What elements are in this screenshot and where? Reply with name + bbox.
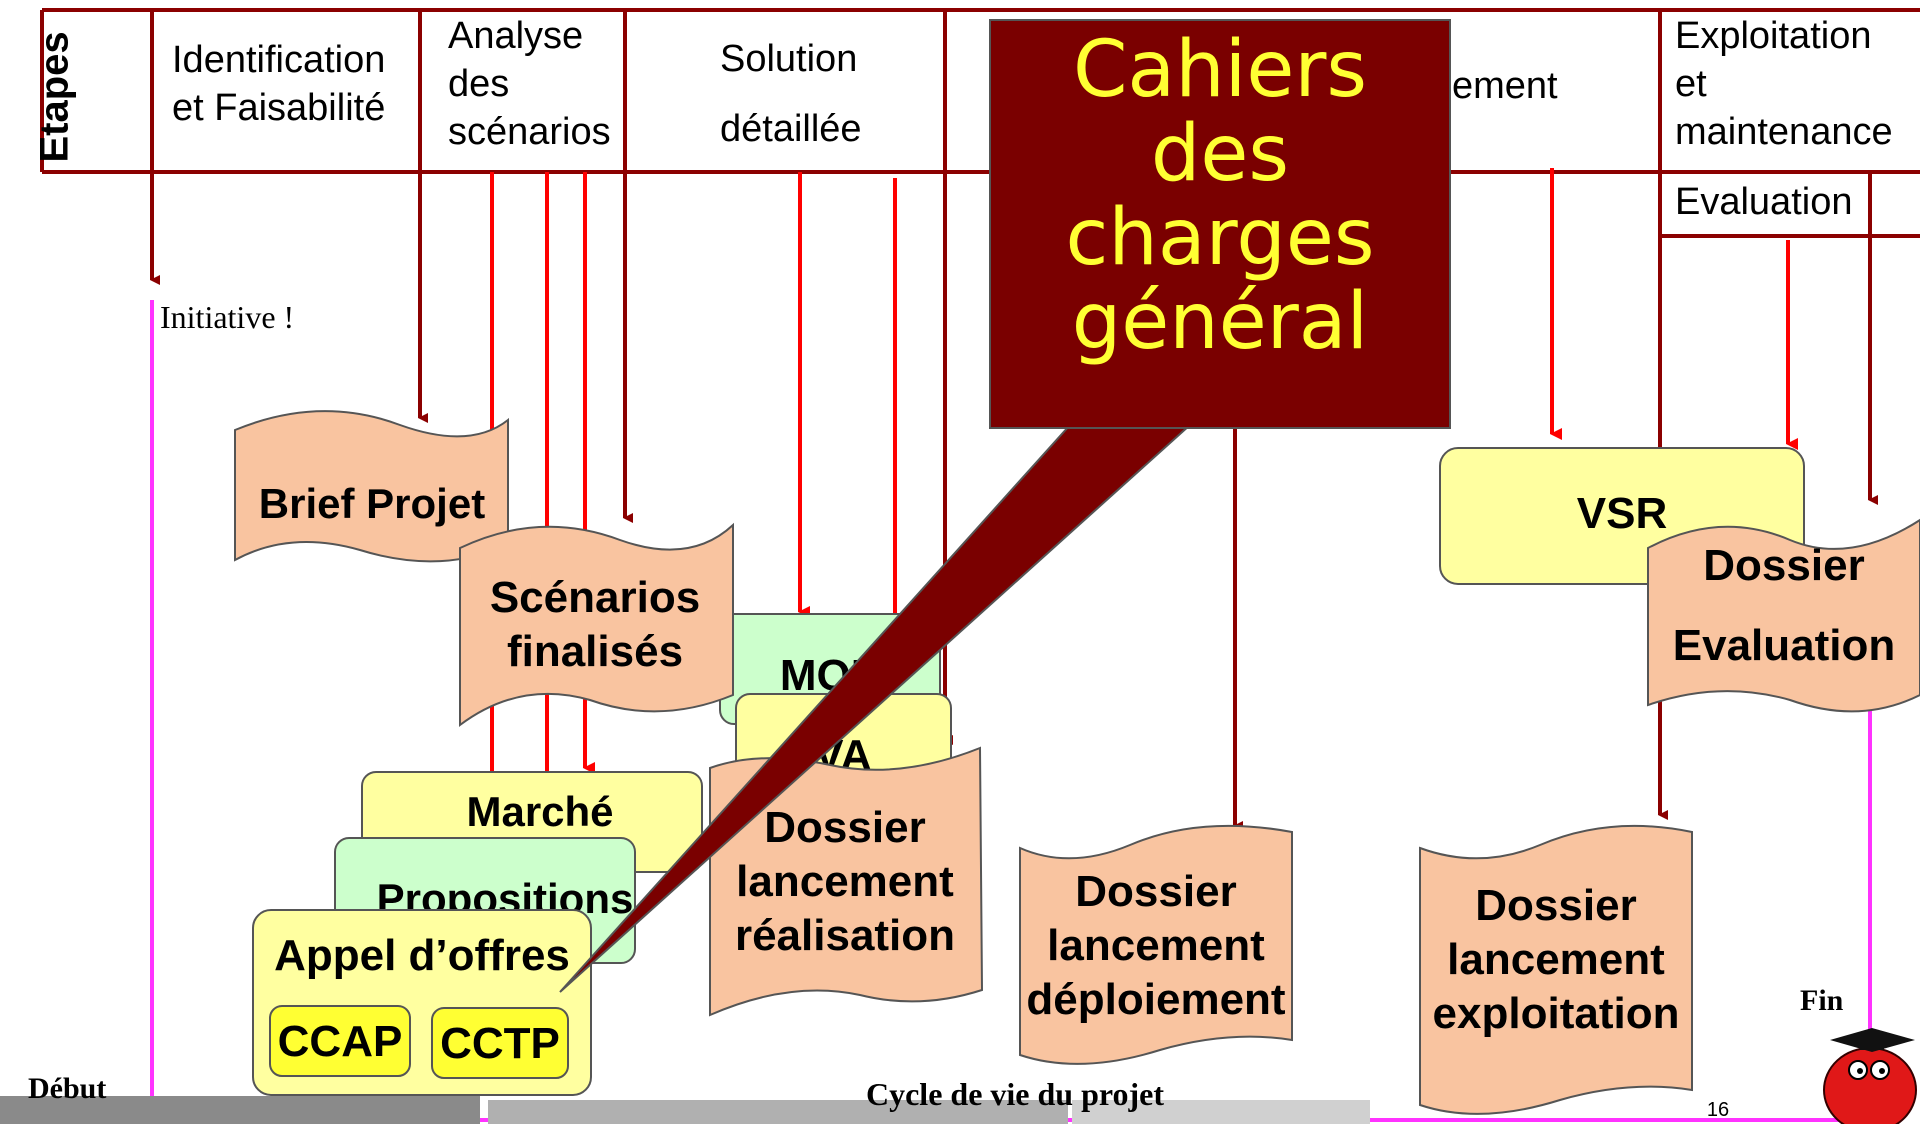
phase-analyse: Analyse des scénarios [448, 12, 611, 156]
footer-bar-1 [0, 1096, 480, 1124]
phase-identification: Identification et Faisabilité [172, 36, 385, 132]
deploiement-label-2: lancement [1047, 921, 1265, 970]
appel-offres-label: Appel d’offres [274, 931, 570, 980]
brief-label: Brief Projet [259, 480, 485, 527]
footer-bar-3 [1072, 1100, 1370, 1124]
phase-line: Analyse [448, 15, 584, 57]
doc-dossier-exploitation: Dossier lancement exploitation [1419, 824, 1693, 1115]
exploitation-label-1: Dossier [1475, 881, 1636, 930]
doc-dossier-evaluation: Dossier Evaluation [1647, 518, 1920, 713]
callout-line: des [1150, 109, 1290, 199]
doc-scenarios: Scénarios finalisés [459, 522, 734, 727]
footer-bar-2 [488, 1100, 1068, 1124]
etapes-axis-label: Etapes [32, 31, 77, 163]
scenarios-label-2: finalisés [507, 627, 683, 676]
initiative-annotation: Initiative ! [160, 299, 294, 335]
phase-line: Evaluation [1675, 181, 1853, 223]
callout-line: charges [1065, 193, 1375, 283]
vsr-label: VSR [1577, 489, 1667, 538]
phase-line: ement [1452, 65, 1558, 107]
phase-line: des [448, 63, 510, 105]
marche-label: Marché [466, 788, 613, 835]
phase-line: Identification [172, 39, 386, 81]
timeline-caption: Cycle de vie du projet [866, 1076, 1164, 1112]
cctp-label: CCTP [440, 1019, 560, 1068]
end-annotation: Fin [1800, 984, 1844, 1017]
phase-line: Solution [720, 38, 858, 80]
doc-brief-projet: Brief Projet [234, 410, 509, 563]
doc-dossier-realisation: Dossier lancement réalisation [709, 746, 984, 1017]
tag-cctp: CCTP [431, 1007, 569, 1079]
phase-solution: Solution détaillée [720, 24, 862, 164]
box-appel-offres: Appel d’offres CCAP CCTP [252, 909, 592, 1096]
realisation-label-2: lancement [736, 857, 954, 906]
phase-deploiement: ement [1452, 62, 1558, 110]
realisation-label-3: réalisation [735, 911, 955, 960]
exploitation-label-3: exploitation [1433, 989, 1680, 1038]
phase-line: scénarios [448, 111, 611, 153]
phase-line: et Faisabilité [172, 87, 386, 129]
deploiement-label-1: Dossier [1075, 867, 1236, 916]
evaluation-label-1: Dossier [1703, 541, 1864, 590]
phase-line: Exploitation [1675, 15, 1872, 57]
evaluation-label-2: Evaluation [1673, 621, 1896, 670]
callout-cahier-charges [559, 19, 1451, 993]
phase-line: détaillée [720, 108, 862, 150]
doc-dossier-deploiement: Dossier lancement déploiement [1019, 824, 1293, 1065]
callout-line: Cahiers [1072, 25, 1368, 115]
realisation-label-1: Dossier [764, 803, 925, 852]
phase-line: maintenance [1675, 111, 1893, 153]
phase-line: et [1675, 63, 1707, 105]
exploitation-label-2: lancement [1447, 935, 1665, 984]
phase-evaluation: Evaluation [1675, 178, 1852, 226]
deploiement-label-3: déploiement [1026, 975, 1285, 1024]
start-annotation: Début [28, 1072, 106, 1105]
ccap-label: CCAP [278, 1017, 403, 1066]
callout-line: général [1071, 277, 1369, 367]
callout-text: Cahiers des charges général [990, 28, 1450, 364]
page-number: 16 [1707, 1099, 1729, 1121]
owl-mascot-icon [1823, 1028, 1917, 1124]
scenarios-label-1: Scénarios [490, 573, 700, 622]
phase-exploitation: Exploitation et maintenance [1675, 12, 1893, 156]
tag-ccap: CCAP [269, 1005, 411, 1077]
